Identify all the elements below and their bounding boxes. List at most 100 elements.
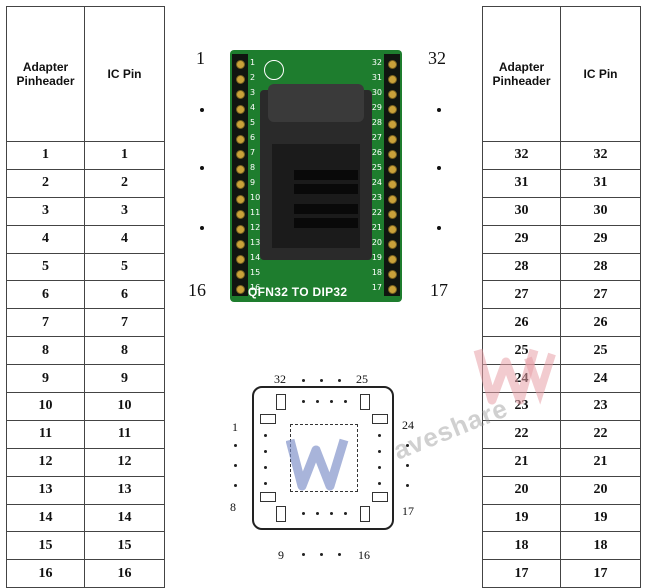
- left-header-adapter: Adapter Pinheader: [6, 6, 85, 142]
- ellipsis-dot: [200, 226, 204, 230]
- header-pin: [388, 240, 397, 249]
- adapter-pin-cell: 31: [482, 168, 561, 198]
- qfn-pad: [260, 492, 276, 502]
- ic-pin-cell: 6: [84, 280, 165, 310]
- pin-dot: [302, 400, 305, 403]
- qfn-pad: [360, 394, 370, 410]
- ellipsis-dot: [437, 226, 441, 230]
- ic-pin-cell: 20: [560, 475, 641, 505]
- qfn-label-16: 16: [358, 548, 370, 562]
- pin-dot: [378, 434, 381, 437]
- ic-pin-cell: 7: [84, 308, 165, 338]
- pin-number-label: 19: [371, 253, 382, 262]
- pin-number-label: 29: [371, 103, 382, 112]
- header-pin: [236, 225, 245, 234]
- adapter-pin-cell: 7: [6, 308, 85, 338]
- pin-number-label: 26: [371, 148, 382, 157]
- qfn-label-25: 25: [356, 372, 368, 386]
- header-pin: [388, 120, 397, 129]
- pin-number-label: 12: [250, 223, 261, 232]
- header-pin: [236, 120, 245, 129]
- header-pin: [236, 255, 245, 264]
- board-corner-label-top-left: 1: [196, 48, 205, 68]
- adapter-pin-cell: 26: [482, 308, 561, 338]
- ic-pin-cell: 27: [560, 280, 641, 310]
- pin-dot: [264, 466, 267, 469]
- pin-dot: [316, 512, 319, 515]
- ic-pin-cell: 8: [84, 336, 165, 366]
- ic-pin-cell: 12: [84, 447, 165, 477]
- pin-number-label: 14: [250, 253, 261, 262]
- header-pin: [388, 150, 397, 159]
- qfn-pad: [372, 414, 388, 424]
- adapter-pin-cell: 11: [6, 419, 85, 449]
- ic-pin-cell: 10: [84, 392, 165, 421]
- pin-dot: [264, 434, 267, 437]
- qfn-pad: [276, 506, 286, 522]
- qfn-label-32: 32: [274, 372, 286, 386]
- adapter-pin-cell: 20: [482, 475, 561, 505]
- adapter-pin-cell: 12: [6, 447, 85, 477]
- adapter-pin-cell: 32: [482, 141, 561, 170]
- ic-pin-cell: 2: [84, 168, 165, 198]
- qfn-pad: [372, 492, 388, 502]
- ellipsis-dot: [338, 379, 341, 382]
- pin-number-label: 32: [371, 58, 382, 67]
- adapter-pin-cell: 17: [482, 559, 561, 588]
- header-pin: [236, 60, 245, 69]
- header-pin: [236, 135, 245, 144]
- header-pin: [236, 75, 245, 84]
- adapter-pin-cell: 19: [482, 503, 561, 533]
- pin-dot: [264, 450, 267, 453]
- pin-number-label: 22: [371, 208, 382, 217]
- ic-pin-cell: 26: [560, 308, 641, 338]
- header-pin: [236, 240, 245, 249]
- ellipsis-dot: [200, 108, 204, 112]
- header-pin: [236, 105, 245, 114]
- pin-dot: [378, 466, 381, 469]
- waveshare-logo-icon: [286, 438, 349, 491]
- pin1-marker-icon: [264, 60, 284, 80]
- header-pin: [236, 270, 245, 279]
- pin-number-label: 9: [250, 178, 256, 187]
- header-pin: [236, 180, 245, 189]
- adapter-pin-cell: 2: [6, 168, 85, 198]
- pin-number-label: 7: [250, 148, 256, 157]
- ellipsis-dot: [320, 553, 323, 556]
- board-corner-label-top-right: 32: [428, 48, 446, 68]
- adapter-pin-cell: 16: [6, 559, 85, 588]
- adapter-pin-cell: 14: [6, 503, 85, 533]
- ic-pin-cell: 23: [560, 392, 641, 421]
- ic-pin-cell: 24: [560, 364, 641, 394]
- ic-pin-cell: 1: [84, 141, 165, 170]
- ic-pin-cell: 29: [560, 224, 641, 254]
- pin-number-label: 31: [371, 73, 382, 82]
- right-pin-header: [384, 54, 400, 296]
- pin-number-label: 13: [250, 238, 261, 247]
- ellipsis-dot: [234, 484, 237, 487]
- header-pin: [236, 150, 245, 159]
- ic-pin-cell: 14: [84, 503, 165, 533]
- pin-dot: [316, 400, 319, 403]
- header-pin: [236, 210, 245, 219]
- ic-pin-cell: 13: [84, 475, 165, 505]
- adapter-pin-cell: 5: [6, 252, 85, 282]
- qfn-label-9: 9: [278, 548, 284, 562]
- ic-pin-cell: 3: [84, 196, 165, 226]
- header-pin: [388, 75, 397, 84]
- adapter-pin-cell: 18: [482, 531, 561, 561]
- pin-dot: [378, 450, 381, 453]
- adapter-pin-cell: 1: [6, 141, 85, 170]
- adapter-pin-cell: 30: [482, 196, 561, 226]
- pin-number-label: 28: [371, 118, 382, 127]
